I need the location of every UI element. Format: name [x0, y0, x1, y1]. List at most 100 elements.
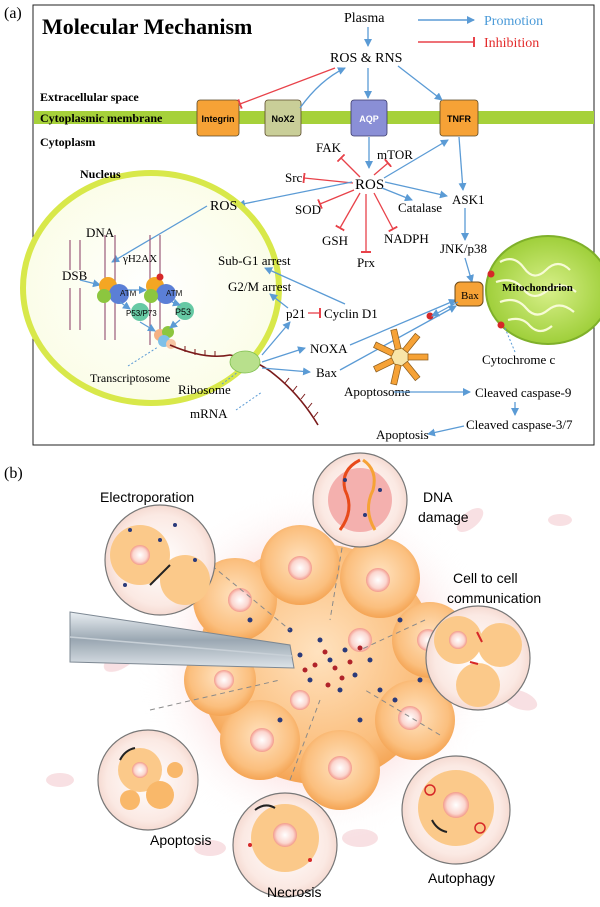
ribosome-to-noxa: [261, 346, 306, 363]
necrosis-label: Necrosis: [267, 884, 321, 900]
electroporation-label: Electroporation: [100, 489, 194, 505]
mitochondrion: [485, 235, 600, 345]
nucleus-label: Nucleus: [80, 167, 121, 181]
mitochondrion-cristae: [495, 257, 577, 333]
legend-inhibition-label: Inhibition: [484, 36, 539, 51]
apoptosis-label-b: Apoptosis: [150, 832, 211, 848]
cyclin-label: Cyclin D1: [324, 306, 378, 321]
panel-a-frame: [32, 4, 595, 446]
ros-to-tnfr: [383, 139, 449, 179]
p21-label: p21: [286, 306, 306, 321]
cytochrome-label: Cytochrome c: [482, 352, 556, 367]
nox2-receptor: [264, 99, 302, 137]
atm-complex-1-blue: [109, 284, 129, 304]
mrna-ticks: [184, 346, 319, 418]
atm-complex-1-green: [97, 289, 111, 303]
autophagy-callout: [401, 755, 511, 865]
ribosome-pointer: [221, 371, 239, 385]
ros-center-label: ROS: [355, 177, 384, 193]
transcriptosome-part-2: [162, 326, 174, 338]
integrin-label: Integrin: [202, 114, 235, 124]
caspase37-to-apoptosis: [427, 425, 465, 437]
p53-to-transcriptosome: [169, 319, 181, 329]
h2ax-dot: [156, 273, 164, 281]
cytochrome-dot-1: [487, 270, 495, 278]
cytochrome-dot-2: [497, 321, 505, 329]
noxa-label: NOXA: [310, 341, 348, 356]
src-label: Src: [285, 170, 303, 185]
ros-inhibits-integrin: [237, 67, 336, 110]
apoptosis-label-a: Apoptosis: [376, 427, 429, 442]
legend-promotion-label: Promotion: [484, 14, 543, 29]
dsb-label: DSB: [62, 268, 88, 283]
p53-label: P53: [175, 307, 191, 317]
integrin-receptor: [196, 99, 240, 137]
cytochrome-pointer: [504, 327, 516, 353]
noxa-to-bax: [349, 299, 457, 346]
ros-inhibits-fak: [336, 153, 361, 178]
dna-damage-callout: [312, 452, 408, 548]
g2m-label: G2/M arrest: [228, 279, 292, 294]
ros-to-nucleus-arrow: [237, 181, 353, 208]
nucleus-ros-label: ROS: [210, 199, 237, 214]
dna-damage-label-2: damage: [418, 509, 469, 525]
ros-to-dna-arrow: [111, 205, 208, 263]
plasma-jet-needle: [69, 611, 295, 669]
nox2-to-ros-arrow: [299, 67, 346, 109]
panel-b-label: (b): [4, 465, 23, 482]
ros-inhibits-sod: [317, 189, 355, 210]
aqp-receptor: [350, 99, 388, 137]
ros-rns-label: ROS & RNS: [330, 51, 402, 66]
p21-to-g2m: [269, 293, 289, 309]
cell-comm-label-1: Cell to cell: [453, 570, 518, 586]
transcriptosome-pointer: [127, 346, 159, 367]
dna-label: DNA: [86, 225, 115, 240]
ros-inhibits-src: [302, 172, 354, 184]
ros-inhibits-nadph: [373, 192, 398, 233]
dna-strand-1: [69, 240, 81, 330]
p53-bubble: [176, 302, 194, 320]
p53p73-bubble: [131, 303, 149, 321]
bax-mito-box: [454, 281, 484, 307]
ros-inhibits-mtor: [373, 158, 393, 176]
jnk-label: JNK/p38: [440, 241, 487, 256]
jnk-to-bax: [464, 257, 474, 283]
fak-label: FAK: [316, 140, 342, 155]
atm-complex-2-blue: [156, 284, 176, 304]
tnfr-label: TNFR: [447, 114, 471, 124]
mitochondrion-label: Mitochondrion: [502, 282, 573, 294]
callout-connectors: [149, 529, 441, 781]
ros-to-catalase: [381, 187, 413, 202]
dna-damage-label-1: DNA: [423, 489, 453, 505]
cyclin-to-subg1: [264, 267, 346, 305]
extracellular-label: Extracellular space: [40, 90, 139, 104]
mrna-label: mRNA: [190, 406, 228, 421]
ros-to-ask1: [384, 181, 448, 199]
tnfr-receptor: [439, 99, 479, 137]
atm-complex-2-green: [144, 289, 158, 303]
ribosome-label: Ribosome: [178, 382, 231, 397]
apoptosome-label: Apoptosome: [344, 384, 411, 399]
bax-mito-label: Bax: [461, 290, 479, 302]
tnfr-to-ask1: [458, 136, 467, 191]
atm-label-2: ATM: [166, 289, 183, 298]
ask1-label: ASK1: [452, 192, 485, 207]
panel-a-label: (a): [4, 5, 22, 22]
ribosome: [229, 350, 261, 374]
cell-comm-label-2: communication: [447, 590, 541, 606]
gsh-label: GSH: [322, 233, 348, 248]
apoptosome: [373, 328, 429, 386]
ros-to-tnfr-arrow: [397, 65, 443, 101]
caspase37-label: Cleaved caspase-3/7: [466, 417, 573, 432]
apoptosis-callout: [97, 729, 199, 831]
transcriptosome-label: Transcriptosome: [90, 371, 170, 385]
h2ax-label: γH2AX: [122, 253, 157, 265]
autophagy-label: Autophagy: [428, 870, 495, 886]
p53p73-label: P53/P73: [126, 309, 157, 318]
p53p73-to-transcriptosome: [139, 321, 156, 332]
bax-label: Bax: [316, 365, 337, 380]
membrane-label: Cytoplasmic membrane: [40, 111, 163, 125]
cytoplasm-label: Cytoplasm: [40, 135, 95, 149]
mito-to-cytochrome: [431, 301, 459, 317]
